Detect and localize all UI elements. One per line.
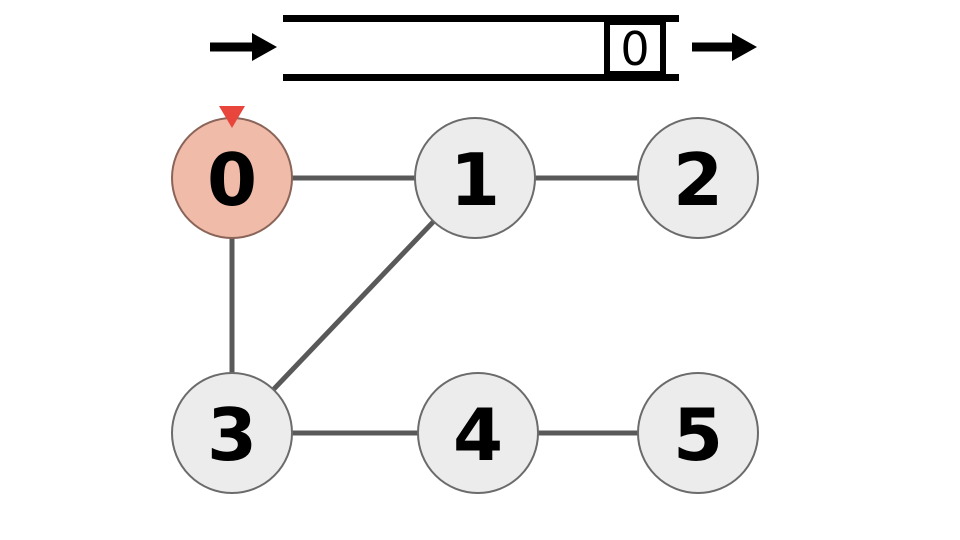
queue-rail-top bbox=[283, 15, 679, 22]
queue-cell-value: 0 bbox=[620, 22, 649, 76]
graph-node-3[interactable]: 3 bbox=[171, 372, 293, 494]
graph-node-label: 0 bbox=[207, 138, 257, 222]
graph-edge-layer bbox=[229, 175, 638, 436]
graph-node-label: 3 bbox=[207, 393, 257, 477]
queue-rail-bottom bbox=[283, 74, 679, 81]
graph-node-2[interactable]: 2 bbox=[637, 117, 759, 239]
graph-node-label: 5 bbox=[673, 393, 723, 477]
queue-track: 0 bbox=[210, 15, 757, 81]
queue-cell: 0 bbox=[604, 19, 666, 77]
graph-node-0[interactable]: 0 bbox=[171, 106, 293, 239]
graph-node-label: 2 bbox=[673, 138, 723, 222]
graph-edge bbox=[271, 219, 436, 392]
queue-cell-list: 0 bbox=[604, 19, 666, 77]
graph-node-1[interactable]: 1 bbox=[414, 117, 536, 239]
graph-node-label: 1 bbox=[450, 138, 500, 222]
arrow-right-icon bbox=[210, 33, 277, 61]
graph-node-4[interactable]: 4 bbox=[417, 372, 539, 494]
graph-node-layer: 0 1 2 3 4 5 bbox=[171, 106, 759, 494]
arrow-right-icon bbox=[692, 33, 757, 61]
graph-node-label: 4 bbox=[453, 393, 503, 477]
graph-node-5[interactable]: 5 bbox=[637, 372, 759, 494]
current-node-marker-icon bbox=[219, 106, 245, 128]
